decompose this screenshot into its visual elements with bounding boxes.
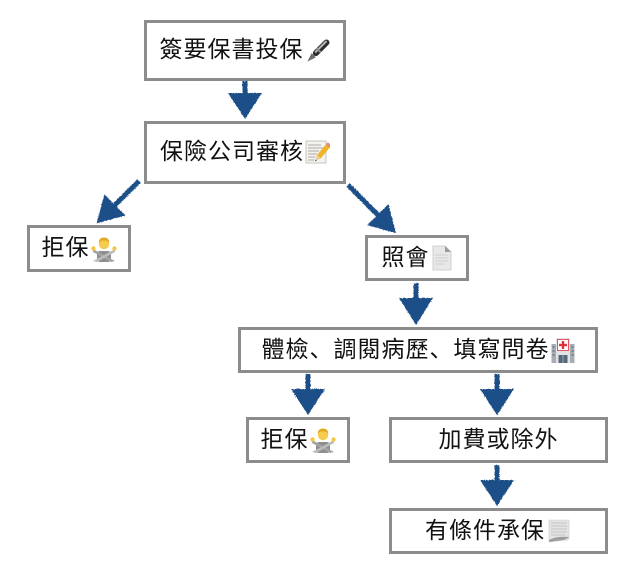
- node-reject-2: 拒保: [246, 417, 350, 463]
- node-label: 有條件承保: [425, 517, 545, 544]
- node-label: 拒保: [41, 235, 90, 261]
- arrow-exam-to-reject-2: [291, 374, 325, 415]
- arrow-inquiry-to-exam: [399, 283, 433, 325]
- node-label: 簽要保書投保: [159, 37, 304, 63]
- node-inquiry: 照會: [365, 235, 469, 281]
- node-reject-1: 拒保: [27, 225, 131, 272]
- person-gesturing-no-icon: [309, 427, 336, 453]
- node-medical-exam: 體檢、調閱病歷、填寫問卷: [238, 327, 598, 373]
- node-insurer-review: 保險公司審核: [144, 121, 346, 184]
- node-label: 加費或除外: [438, 426, 559, 453]
- hospital-icon: [551, 337, 575, 363]
- node-apply-for-insurance: 簽要保書投保: [144, 20, 346, 81]
- node-label: 保險公司審核: [160, 139, 304, 165]
- arrow-apply-to-review: [228, 81, 262, 119]
- memo-icon: [305, 140, 330, 165]
- arrow-exam-to-surcharge: [480, 374, 514, 415]
- node-label: 拒保: [260, 426, 309, 453]
- page-with-curl-icon: [546, 519, 572, 543]
- page-facing-up-icon: [431, 245, 453, 271]
- node-label: 照會: [381, 244, 430, 271]
- node-surcharge-or-exclusion: 加費或除外: [389, 417, 608, 463]
- node-label: 體檢、調閱病歷、填寫問卷: [261, 336, 550, 363]
- pen-icon: [305, 37, 331, 65]
- arrow-review-to-inquiry: [346, 183, 397, 234]
- arrow-surcharge-to-conditional: [480, 465, 514, 506]
- node-conditional-acceptance: 有條件承保: [389, 508, 608, 554]
- person-gesturing-no-icon: [90, 236, 117, 262]
